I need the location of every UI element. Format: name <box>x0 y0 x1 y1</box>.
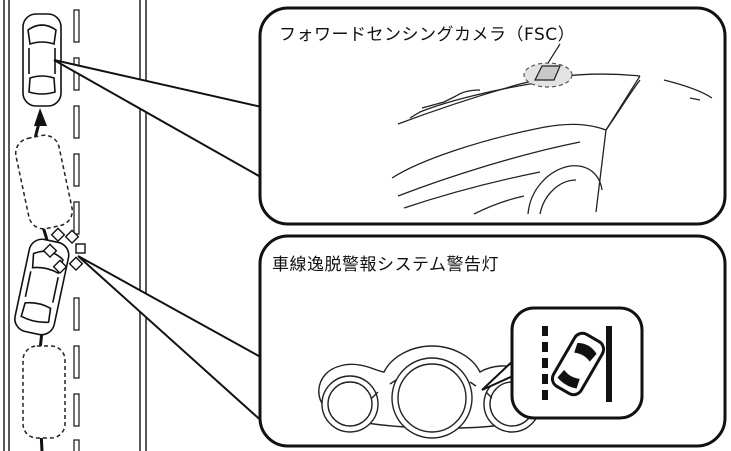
camera-leader-line <box>547 43 561 64</box>
ghost-car-middle <box>14 134 74 230</box>
callout-box-warning <box>258 234 727 448</box>
arrow-head <box>34 108 47 126</box>
camera-icon <box>534 65 561 81</box>
car-front-illustration <box>391 73 713 215</box>
callout-wedge-camera <box>53 59 267 182</box>
lane-departure-warning-icon <box>542 326 612 402</box>
warning-light-callout-label: 車線逸脱警報システム警告灯 <box>272 255 499 275</box>
lane-dashes <box>73 9 80 451</box>
turn-signal-flash <box>42 227 86 275</box>
ghost-car-lower <box>22 345 66 439</box>
car-top <box>22 13 62 107</box>
callout-wedge-warning <box>77 255 267 428</box>
callout-box-camera <box>258 6 727 226</box>
road <box>3 0 147 451</box>
car-departing <box>14 238 70 336</box>
camera-callout-label: フォワードセンシングカメラ（FSC） <box>279 25 576 45</box>
